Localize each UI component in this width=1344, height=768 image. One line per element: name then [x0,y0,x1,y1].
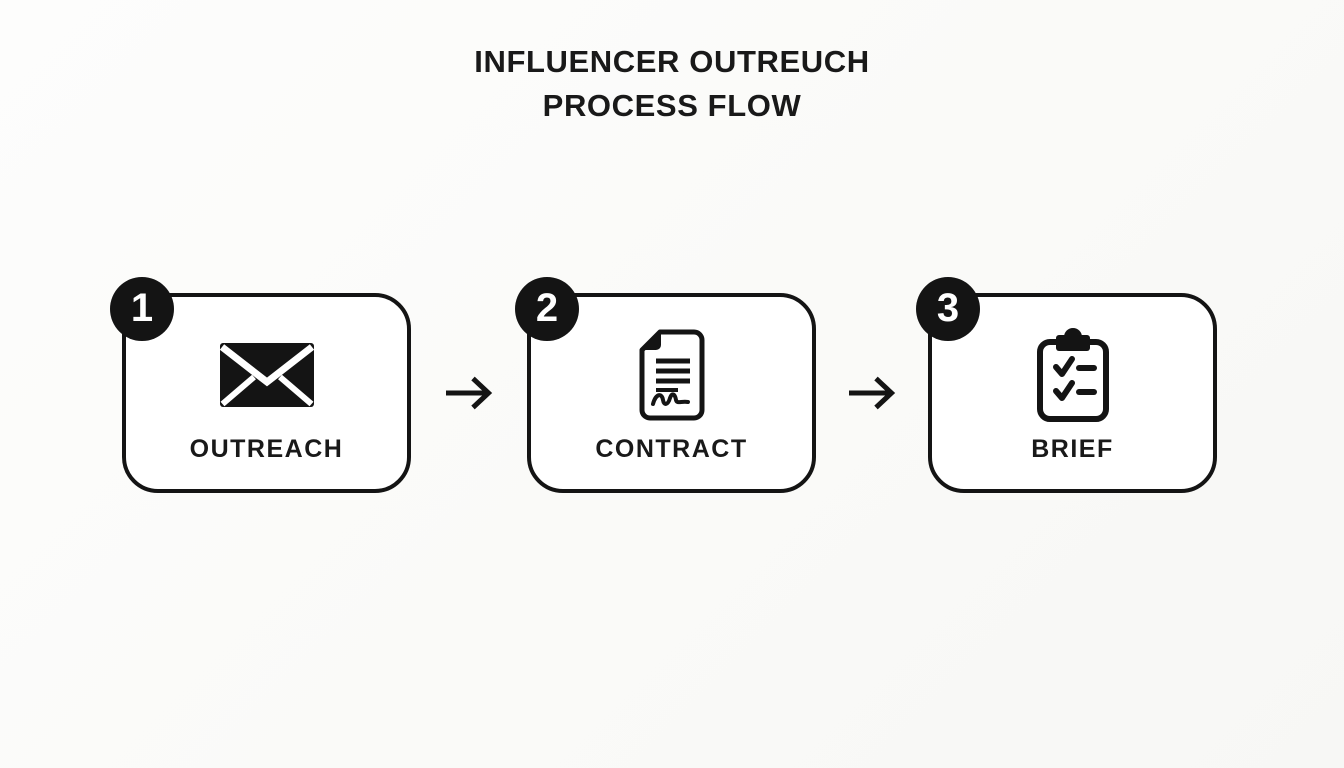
step-label: BRIEF [1031,435,1114,463]
step-card-outreach: 1 OUTREACH [110,277,411,493]
process-flow: 1 OUTREACH 2 [110,277,1217,493]
step-label: CONTRACT [595,435,748,463]
step-number-badge: 1 [110,277,174,341]
clipboard-checklist-icon [1036,328,1109,422]
title-line-1: INFLUENCER OUTREUCH [474,44,870,79]
title-line-2: PROCESS FLOW [542,88,802,123]
step-number-badge: 2 [515,277,579,341]
diagram-title: INFLUENCER OUTREUCH PROCESS FLOW [0,40,1344,128]
step-card-brief: 3 BRIEF [916,277,1217,493]
envelope-icon [219,343,314,407]
step-number-badge: 3 [916,277,980,341]
step-label: OUTREACH [189,435,344,463]
flow-arrow-icon [446,376,493,410]
signed-document-icon [639,329,704,421]
flow-arrow-icon [849,376,896,410]
step-card-contract: 2 CONTRACT [515,277,816,493]
